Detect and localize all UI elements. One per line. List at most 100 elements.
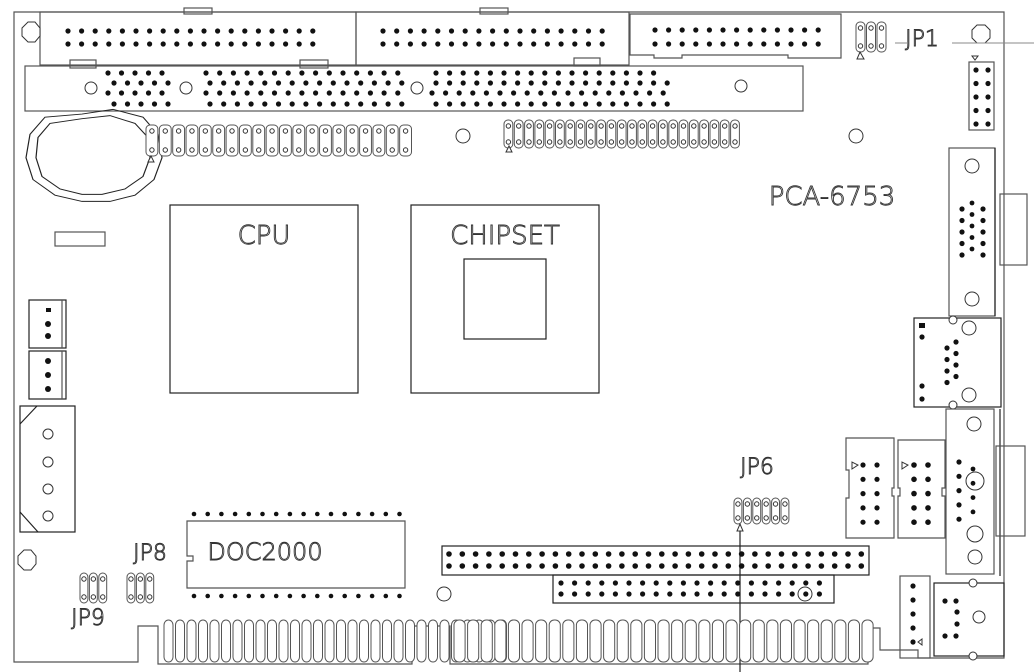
pin <box>283 28 289 34</box>
pin <box>555 101 562 107</box>
jp1-label: JP1 <box>905 27 939 52</box>
pin <box>953 362 959 368</box>
pin-hole <box>336 147 342 153</box>
pin <box>340 70 346 76</box>
pin <box>652 41 658 47</box>
pin <box>919 323 925 328</box>
edge-finger <box>779 619 793 663</box>
pin <box>970 509 976 515</box>
pin <box>354 90 360 96</box>
pin <box>490 41 496 47</box>
pin-hole <box>649 123 656 129</box>
pin <box>369 593 375 599</box>
pin-hole <box>269 128 275 134</box>
pin <box>738 551 745 557</box>
pin <box>953 598 959 604</box>
pin <box>985 121 991 127</box>
pin-hole <box>90 594 97 600</box>
pin <box>647 90 653 96</box>
pin <box>680 580 687 586</box>
edge-finger <box>480 619 493 663</box>
pin <box>762 580 768 586</box>
pin <box>651 80 657 86</box>
pin <box>201 28 207 34</box>
pin <box>92 28 98 34</box>
pin <box>512 563 519 569</box>
pin <box>953 350 959 357</box>
pin <box>640 591 646 597</box>
pin <box>207 101 213 107</box>
pin <box>816 580 823 586</box>
pin <box>651 101 657 107</box>
cpu-label: CPU <box>238 221 291 251</box>
pin <box>289 80 295 86</box>
pin <box>666 41 672 47</box>
jumper-pin-pair <box>172 124 186 157</box>
edge-finger <box>186 619 197 663</box>
pin <box>326 90 332 96</box>
pin-hole <box>175 147 182 153</box>
pin <box>542 101 548 107</box>
pin-hole <box>567 123 573 129</box>
pin <box>542 70 548 76</box>
pin <box>248 80 254 86</box>
pin <box>118 90 125 96</box>
pin <box>970 466 976 472</box>
pin-hole <box>772 515 779 521</box>
pin <box>273 593 279 599</box>
pin <box>367 70 373 76</box>
pin <box>358 80 364 86</box>
pin <box>459 551 466 557</box>
pin <box>230 90 236 96</box>
pin <box>269 41 275 47</box>
pin <box>219 511 224 517</box>
pin-hole <box>242 147 249 153</box>
pin <box>315 593 320 599</box>
pin-hole <box>857 25 864 31</box>
pin-hole <box>546 139 553 145</box>
pin1-marker-icon <box>147 154 155 163</box>
pin <box>788 41 794 47</box>
edge-finger <box>244 619 254 663</box>
pin <box>217 70 223 76</box>
pin <box>612 580 619 586</box>
pin <box>973 67 979 73</box>
edge-finger <box>807 619 820 663</box>
pin <box>738 563 745 569</box>
pin <box>874 505 880 511</box>
pin <box>623 80 630 86</box>
jumper-pin-pair <box>238 124 252 157</box>
edge-finger <box>359 619 369 663</box>
pin <box>262 101 268 107</box>
pin-hole <box>546 123 553 129</box>
pin <box>515 101 521 107</box>
pin <box>303 80 309 86</box>
edge-finger <box>603 619 616 663</box>
jp9-jumper <box>79 572 108 604</box>
pin-header-middle <box>503 119 740 153</box>
ide-connector-44pin <box>441 545 870 576</box>
pin-hole <box>744 501 751 507</box>
mounting-hole <box>848 128 864 144</box>
jumper-pin-pair <box>385 124 399 157</box>
pin <box>205 593 210 599</box>
pin-hole <box>701 139 707 145</box>
edge-finger <box>739 619 752 663</box>
pin <box>531 41 537 47</box>
pin <box>330 101 336 107</box>
pin-hole <box>680 123 687 129</box>
pin <box>244 90 250 96</box>
pin <box>501 101 507 107</box>
pin-hole <box>229 147 235 153</box>
pin <box>301 593 306 599</box>
pin <box>778 551 785 557</box>
pin <box>610 101 616 107</box>
edge-finger <box>221 619 231 663</box>
power-connector <box>19 405 76 533</box>
pin <box>483 90 489 96</box>
pin <box>462 41 468 47</box>
edge-finger <box>589 619 602 663</box>
pin <box>299 70 305 76</box>
pin-hole <box>732 123 738 129</box>
pin <box>371 101 377 107</box>
